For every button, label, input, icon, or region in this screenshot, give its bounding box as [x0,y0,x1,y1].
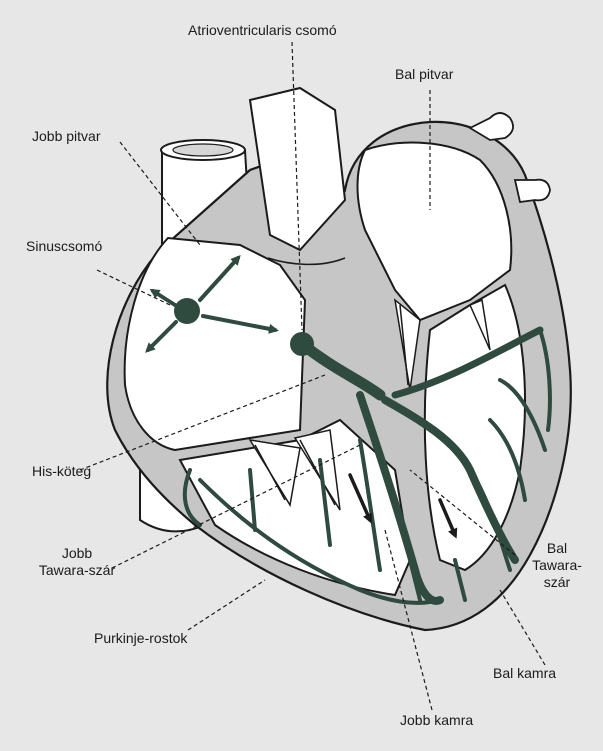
label-right-ventricle: Jobb kamra [400,712,473,729]
label-right-bundle-branch: Jobb Tawara-szár [22,545,132,579]
label-left-bundle-line-1: Bal [522,540,592,557]
label-his-bundle: His-köteg [32,463,91,480]
label-sinus-node: Sinuscsomó [26,238,102,255]
label-av-node: Atrioventricularis csomó [188,22,337,39]
label-left-bundle-branch: Bal Tawara- szár [522,540,592,591]
label-right-bundle-line-1: Jobb [22,545,132,562]
sinus-node [174,298,200,324]
label-left-bundle-line-2: Tawara- [522,557,592,574]
label-right-bundle-line-2: Tawara-szár [22,562,132,579]
label-purkinje-fibers: Purkinje-rostok [94,630,187,647]
label-left-atrium: Bal pitvar [395,66,453,83]
av-node [290,332,314,356]
label-right-atrium: Jobb pitvar [32,128,100,145]
label-left-ventricle: Bal kamra [493,665,556,682]
label-left-bundle-line-3: szár [522,574,592,591]
